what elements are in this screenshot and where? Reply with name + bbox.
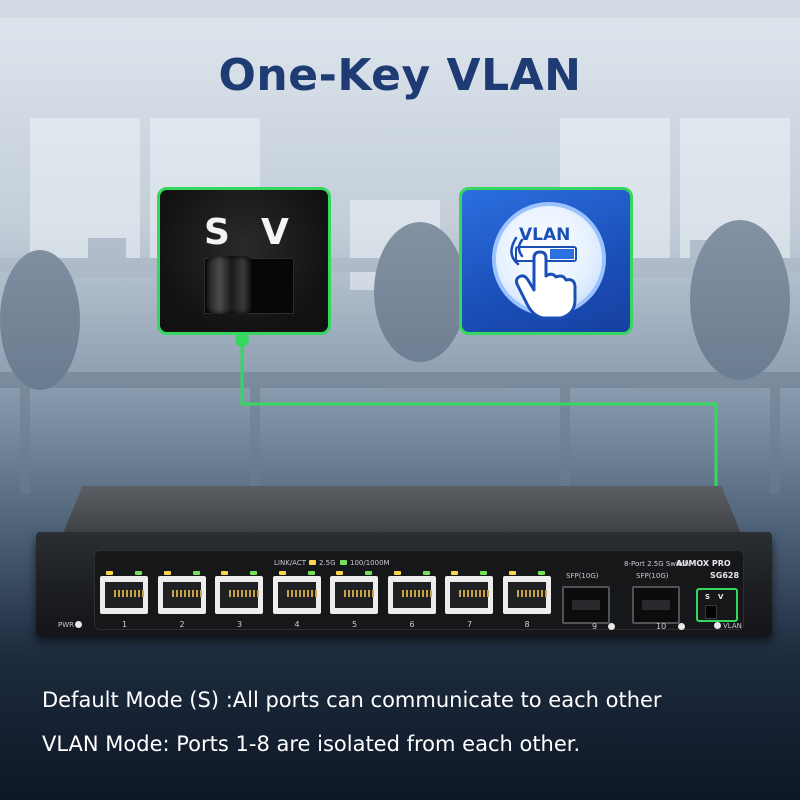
port-led-green-icon xyxy=(365,571,372,575)
port-led-yellow-icon xyxy=(393,571,401,575)
sfp-port-9[interactable] xyxy=(562,586,610,624)
network-switch: LINK/ACT 2.5G 100/1000M 8-Port 2.5G Swit… xyxy=(30,486,774,644)
rj45-port-number: 1 xyxy=(122,620,128,629)
rj45-port-number: 8 xyxy=(524,620,530,629)
brand-name: AUMOX PRO xyxy=(676,559,731,568)
legend-link-act: LINK/ACT xyxy=(274,559,306,567)
toggle-knob xyxy=(206,256,252,314)
power-label: PWR xyxy=(58,621,75,629)
vlan-mode-switch[interactable]: S V xyxy=(696,588,738,622)
switch-s-label: S xyxy=(705,593,711,601)
port-led-yellow-icon xyxy=(106,571,113,575)
port-led-yellow-icon xyxy=(336,571,343,575)
sfp10-label: SFP(10G) xyxy=(636,572,669,580)
port-led-green-icon xyxy=(250,571,257,575)
rj45-port[interactable] xyxy=(157,571,206,614)
vlan-icon-callout: VLAN xyxy=(459,187,633,335)
switch-toggle[interactable] xyxy=(705,605,717,619)
finger-pointer-icon xyxy=(510,236,577,320)
sfp-port-9-number: 9 xyxy=(592,622,598,631)
rj45-port-number: 4 xyxy=(294,620,300,629)
port-led-yellow-icon xyxy=(278,571,286,575)
rj45-port[interactable] xyxy=(272,571,321,614)
led-legend-green-icon xyxy=(340,560,347,565)
vlan-icon-label: VLAN xyxy=(519,225,571,245)
v-mode-label: V xyxy=(261,212,289,253)
rj45-port-number: 2 xyxy=(179,620,185,629)
rj45-port-number: 3 xyxy=(237,620,243,629)
rj45-port[interactable] xyxy=(330,571,378,614)
caption-default-mode: Default Mode (S) :All ports can communic… xyxy=(42,688,662,712)
rj45-port-number: 6 xyxy=(409,620,415,629)
rj45-port[interactable] xyxy=(502,571,551,614)
port-led-yellow-icon xyxy=(451,571,458,575)
switch-top-face xyxy=(62,486,742,536)
port-led-green-icon xyxy=(422,571,430,575)
port-led-green-icon xyxy=(307,571,315,575)
s-mode-label: S xyxy=(204,212,230,253)
vlan-led-icon xyxy=(714,622,721,629)
sfp-port-10[interactable] xyxy=(632,586,680,624)
port-led-green-icon xyxy=(480,571,487,575)
port-led-green-icon xyxy=(192,571,200,575)
power-led-icon xyxy=(75,621,82,628)
led-legend-yellow-icon xyxy=(309,560,316,565)
legend-speed-25g: 2.5G xyxy=(319,559,336,567)
port-led-green-icon xyxy=(135,571,142,575)
port-led-yellow-icon xyxy=(221,571,228,575)
port-led-green-icon xyxy=(537,571,545,575)
sfp9-led-icon xyxy=(608,623,615,630)
page-title: One-Key VLAN xyxy=(218,50,582,101)
rj45-port[interactable] xyxy=(100,571,148,614)
rj45-port[interactable] xyxy=(445,571,493,614)
model-description: 8-Port 2.5G Switch xyxy=(624,560,690,568)
port-led-yellow-icon xyxy=(163,571,171,575)
sfp9-label: SFP(10G) xyxy=(566,572,599,580)
vlan-indicator-label: VLAN xyxy=(723,622,742,630)
rj45-port[interactable] xyxy=(215,571,263,614)
sfp10-led-icon xyxy=(678,623,685,630)
rj45-port[interactable] xyxy=(387,571,436,614)
legend-speed-1000m: 100/1000M xyxy=(350,559,390,567)
switch-v-label: V xyxy=(718,593,724,601)
sfp-port-10-number: 10 xyxy=(656,622,667,631)
switch-closeup-callout: S V xyxy=(157,187,331,335)
rj45-port-number: 7 xyxy=(467,620,473,629)
caption-vlan-mode: VLAN Mode: Ports 1-8 are isolated from e… xyxy=(42,732,581,756)
model-number: SG628 xyxy=(710,571,740,580)
rj45-port-number: 5 xyxy=(352,620,358,629)
port-led-yellow-icon xyxy=(508,571,516,575)
